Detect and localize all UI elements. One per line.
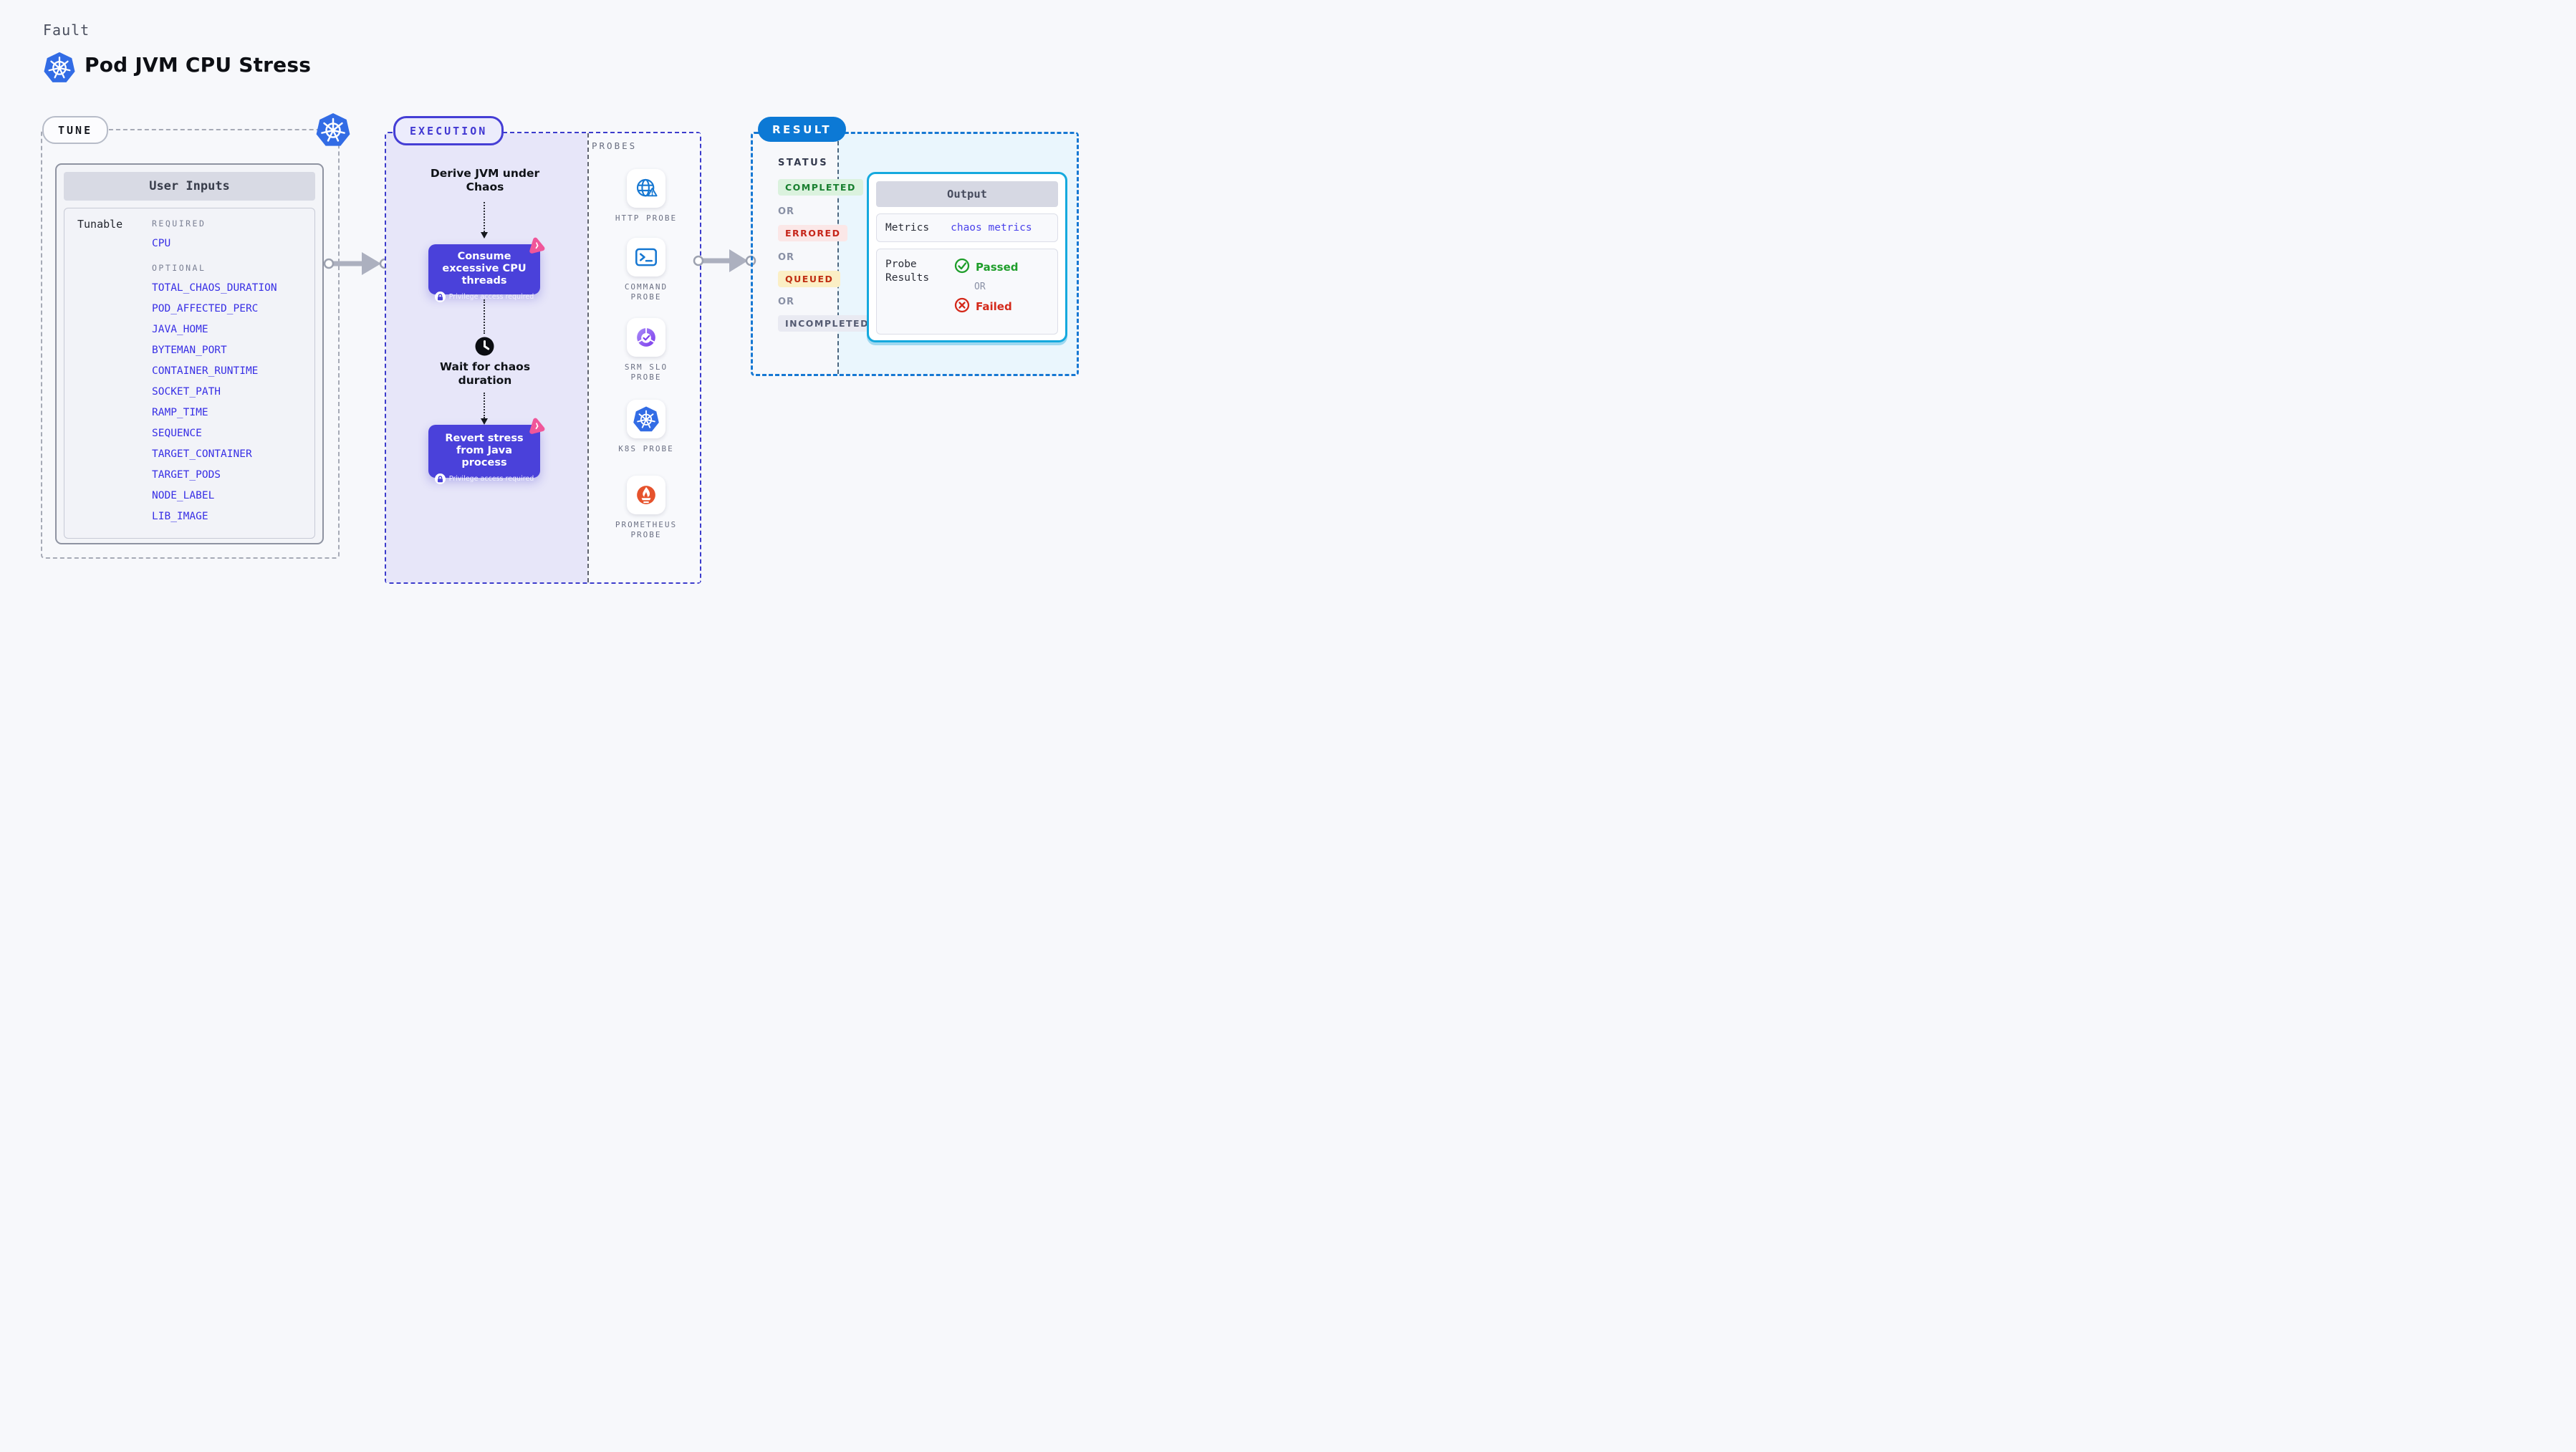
status-heading: STATUS [778,158,829,168]
status-badge-errored: ERRORED [778,225,848,241]
result-divider [837,134,839,374]
tunable-param: CPU [152,238,171,249]
or-label: OR [974,282,986,292]
or-label: OR [778,252,795,263]
lock-icon [434,292,446,302]
tune-badge: TUNE [42,116,109,144]
probe-results-row: Probe Results Passed OR [876,249,1058,335]
execution-panel [385,132,701,584]
tunable-param: LIB_IMAGE [152,511,208,522]
probe-item-srm-slo: SRM SLO PROBE [605,318,688,383]
fault-diagram-page: Fault Pod JVM CPU Stress TUNE [0,0,1100,620]
probe-item-http: HTTP PROBE [605,169,688,223]
flow-arrowhead [480,232,488,239]
metrics-row: Metrics chaos metrics [876,213,1058,242]
check-circle-icon [954,258,970,277]
or-label: OR [778,206,795,217]
status-badge-incompleted: INCOMPLETED [778,315,876,332]
slo-check-icon [627,318,665,357]
step-wait-duration: Wait for chaos duration [439,360,531,387]
tunable-param: BYTEMAN_PORT [152,345,227,356]
tunable-param: SOCKET_PATH [152,386,221,398]
probes-panel-label: PROBES [592,140,638,151]
probe-label: K8S PROBE [618,444,674,453]
metrics-value: chaos metrics [951,222,1032,234]
x-circle-icon [954,297,970,316]
probe-item-command: COMMAND PROBE [605,238,688,302]
execution-to-result-arrow [693,249,756,272]
flow-connector [484,299,485,334]
user-inputs-card: User Inputs Tunable REQUIRED CPU OPTIONA… [55,163,324,544]
or-label: OR [778,297,795,307]
result-badge: RESULT [758,117,847,142]
probes-divider [587,133,589,582]
chaos-spark-icon [527,417,546,436]
clock-icon [475,337,494,356]
kubernetes-icon [43,50,76,85]
tunable-param: TARGET_PODS [152,469,221,481]
probe-label: HTTP PROBE [615,213,678,223]
tunable-param: TARGET_CONTAINER [152,448,252,460]
fault-kicker: Fault [43,21,90,39]
status-badge-completed: COMPLETED [778,179,863,196]
flow-connector [484,202,485,232]
terminal-icon [627,238,665,277]
tunable-param: POD_AFFECTED_PERC [152,303,259,314]
tunable-param: CONTAINER_RUNTIME [152,365,259,377]
flow-arrowhead [480,418,488,425]
privilege-note: Privilege access required [448,475,534,483]
tunable-param: NODE_LABEL [152,490,215,501]
metrics-label: Metrics [885,222,930,234]
probe-label: PROMETHEUS PROBE [615,520,678,539]
tunable-param: SEQUENCE [152,428,202,439]
status-badge-queued: QUEUED [778,271,841,287]
tunable-param: TOTAL_CHAOS_DURATION [152,282,277,294]
probe-label: SRM SLO PROBE [624,362,668,382]
probe-label: COMMAND PROBE [624,282,668,302]
probe-item-k8s: K8S PROBE [605,400,688,454]
lock-icon [434,473,446,484]
page-title: Pod JVM CPU Stress [85,53,312,77]
privilege-note: Privilege access required [448,293,534,301]
tunable-row-label: Tunable [77,218,123,231]
globe-alert-icon [627,169,665,208]
execution-flow-area [386,133,587,582]
user-inputs-title: User Inputs [64,172,315,201]
step-revert-stress-box: Revert stress from Java process Privileg… [428,425,540,484]
flow-connector [484,393,485,418]
output-card: Output Metrics chaos metrics Probe Resul… [867,172,1067,342]
passed-label: Passed [976,261,1019,274]
tunable-param: JAVA_HOME [152,324,208,335]
chaos-spark-icon [527,236,546,255]
prometheus-flame-icon [627,476,665,514]
probe-results-label: Probe Results [885,259,930,284]
required-section-label: REQUIRED [152,218,206,229]
tunable-param: RAMP_TIME [152,407,208,418]
tunable-list: Tunable REQUIRED CPU OPTIONAL TOTAL_CHAO… [64,208,315,539]
optional-section-label: OPTIONAL [152,263,206,273]
execution-badge: EXECUTION [393,116,504,145]
probe-item-prometheus: PROMETHEUS PROBE [605,476,688,540]
step-revert-stress-label: Revert stress from Java process [445,433,524,468]
step-derive-jvm: Derive JVM under Chaos [430,167,540,193]
tune-panel [41,129,340,559]
step-consume-cpu-label: Consume excessive CPU threads [442,251,527,287]
kubernetes-icon [315,111,351,148]
step-consume-cpu-box: Consume excessive CPU threads Privilege … [428,244,540,302]
failed-label: Failed [976,300,1012,313]
output-title: Output [876,181,1058,207]
kubernetes-icon [627,400,665,438]
